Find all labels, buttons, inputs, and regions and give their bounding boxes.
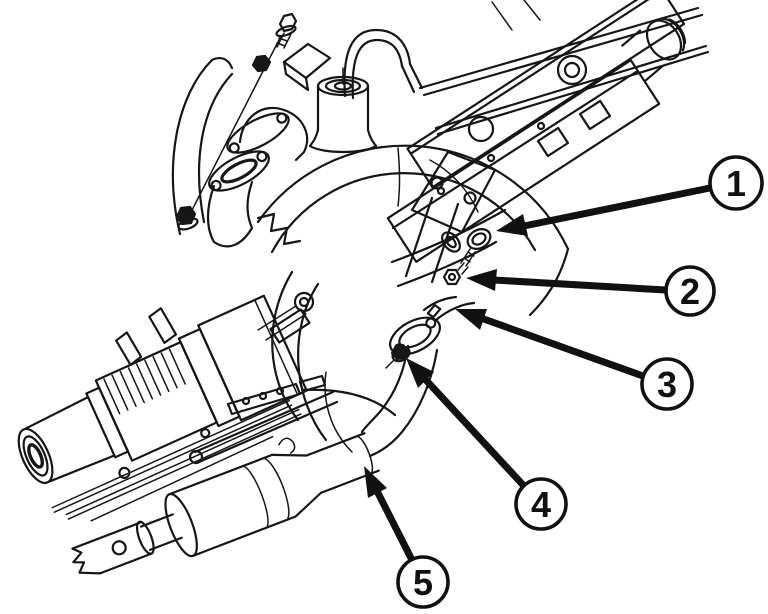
callout-1-circle (708, 155, 764, 211)
valve-cover-near (386, 59, 661, 263)
manifold-flange-lower (208, 150, 270, 192)
callout-5-number: 5 (413, 562, 433, 603)
arrowhead-4 (406, 358, 434, 388)
loose-bolt (275, 12, 298, 49)
manifold-flange-upper (226, 112, 290, 154)
callout-1-number: 1 (726, 163, 746, 204)
callout-2-circle (664, 265, 716, 317)
exhaust-muffler (71, 432, 380, 575)
arrowhead-3 (455, 309, 487, 330)
manifold-dome (238, 106, 309, 162)
bolt-target-1 (441, 228, 492, 267)
callout-4: 4 (406, 358, 568, 531)
arrowhead-1 (496, 214, 528, 236)
tube-lines (343, 0, 710, 136)
arrowhead-5 (364, 466, 387, 498)
callout-3-circle (640, 357, 694, 411)
callout-1: 1 (496, 155, 764, 236)
small-bracket (282, 42, 332, 92)
manifold-runner (206, 180, 254, 248)
linkage (257, 291, 315, 344)
engine-line-art (17, 0, 710, 575)
stud-line (189, 35, 282, 215)
pan-flange (188, 374, 397, 465)
callout-2: 2 (466, 265, 716, 317)
callout-3: 3 (455, 309, 694, 411)
callout-4-number: 4 (531, 484, 551, 525)
callout-3-number: 3 (657, 364, 677, 405)
transmission (17, 294, 308, 522)
callout-5-circle (396, 555, 450, 609)
filler-cylinder (308, 67, 378, 154)
callout-2-number: 2 (680, 271, 700, 312)
callout-5: 5 (364, 466, 450, 609)
head-edge (396, 240, 498, 288)
manifold-pipe-arc (171, 57, 234, 236)
block-edge (390, 208, 507, 264)
sensor-target-2 (442, 262, 469, 286)
brace (404, 196, 460, 284)
fitting-target-4 (385, 343, 411, 369)
callout-4-circle (514, 477, 568, 531)
arrowhead-2 (466, 269, 497, 291)
hex-nut-lower (175, 205, 199, 231)
